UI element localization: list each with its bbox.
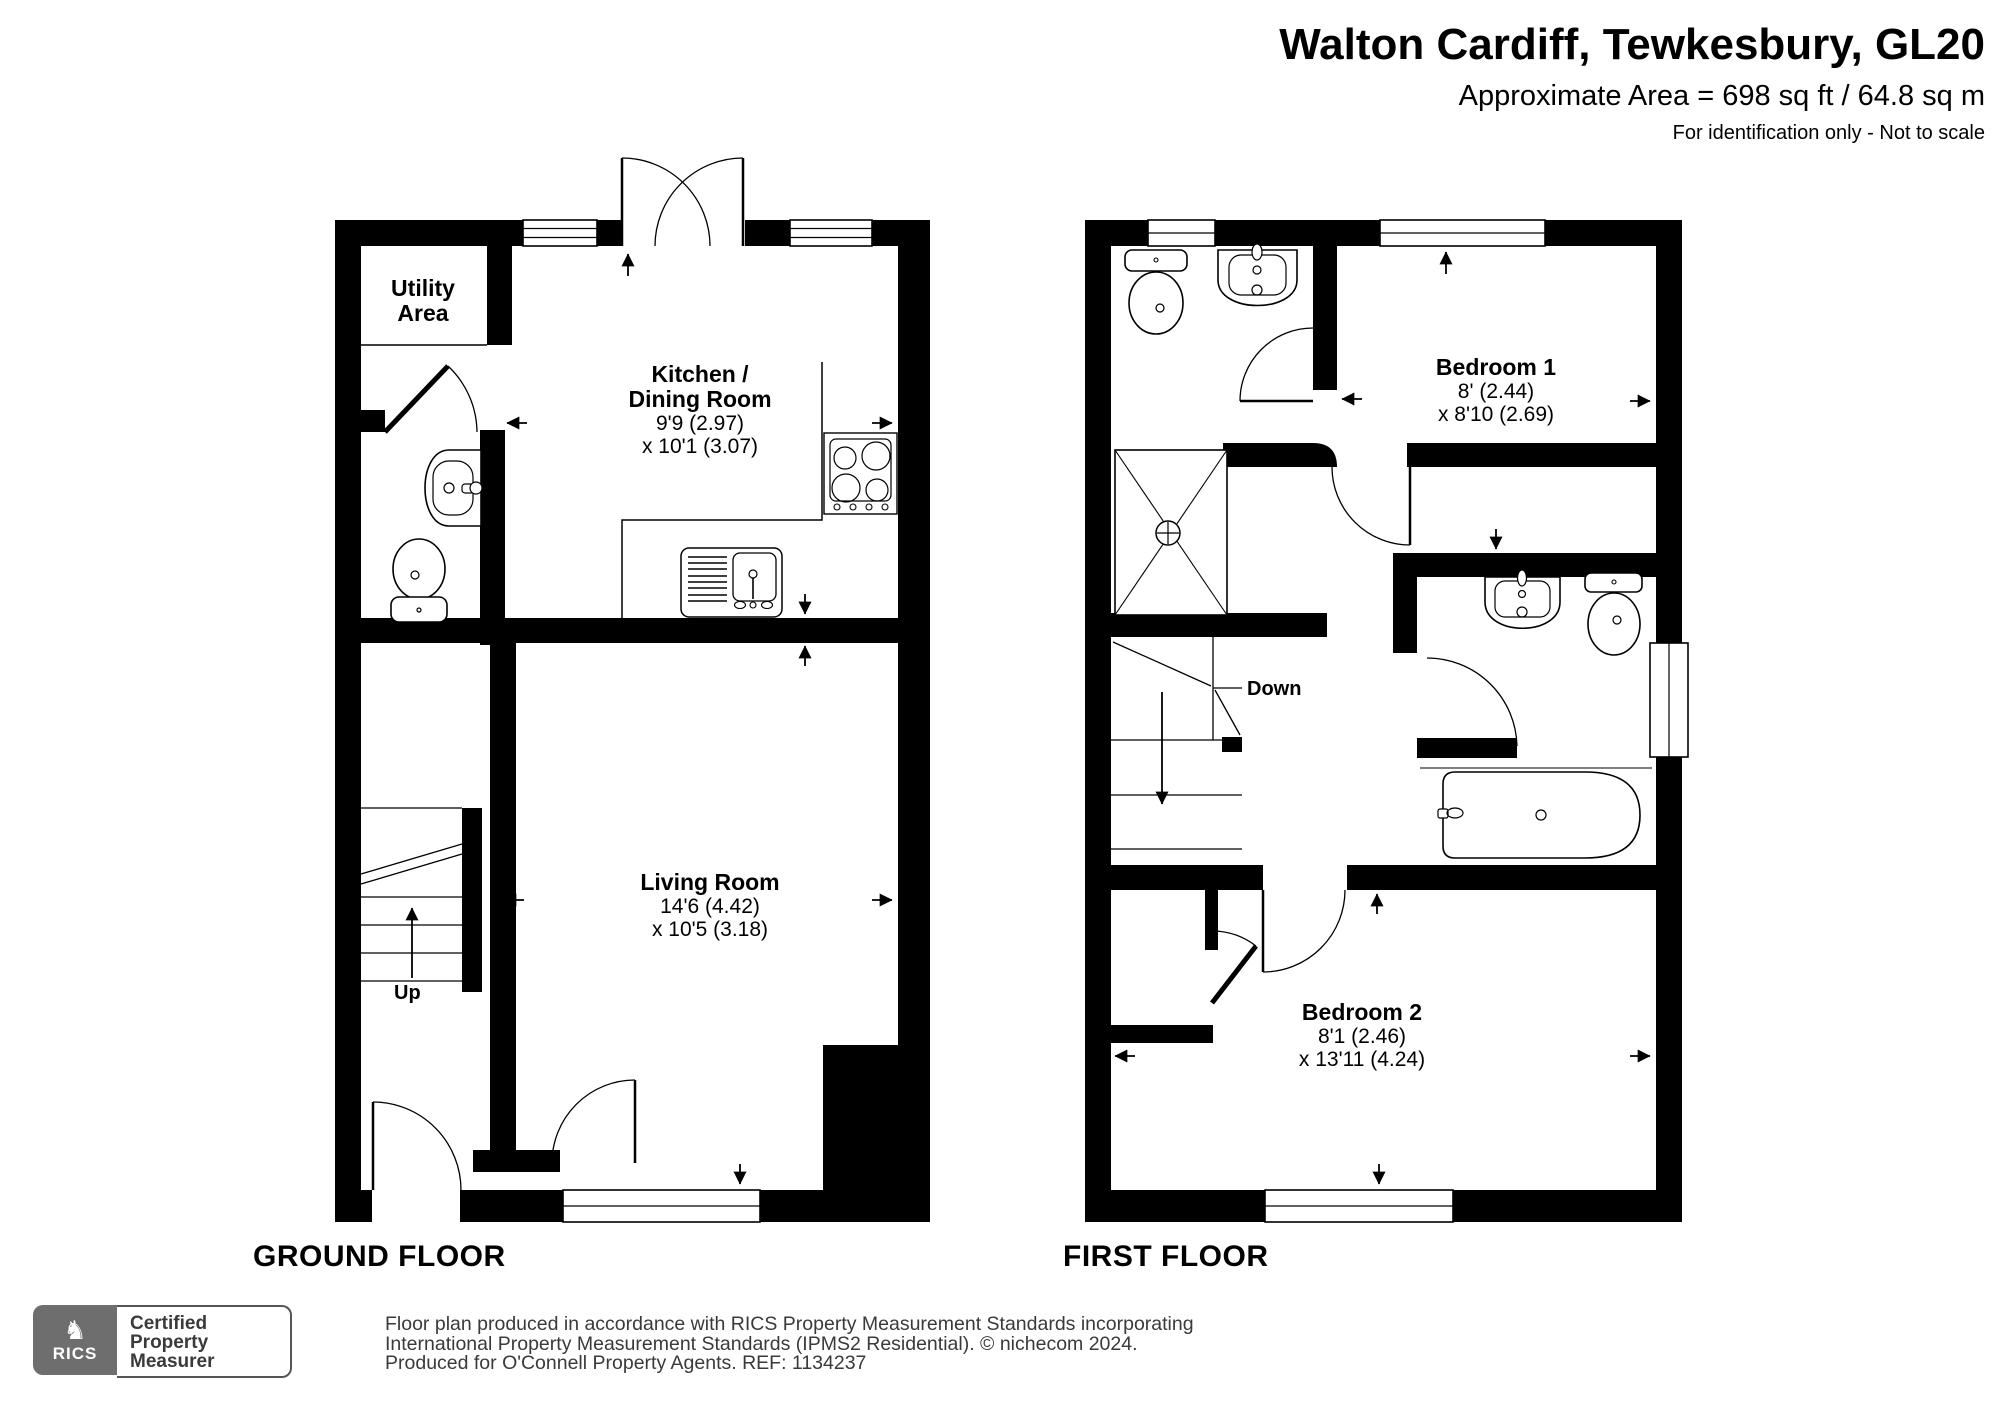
bedroom2-label: Bedroom 2 8'1 (2.46) x 13'11 (4.24) (1298, 999, 1426, 1072)
kitchen-counter-line (621, 362, 823, 618)
ff-window-top-right (1379, 219, 1546, 247)
gf-window-bottom (562, 1189, 761, 1223)
ff-walls (1085, 220, 1682, 1222)
ff-window-right (1649, 642, 1689, 758)
gf-walls (335, 220, 930, 1222)
kitchen-label: Kitchen / Dining Room 9'9 (2.97) x 10'1 … (628, 361, 772, 459)
disclaimer-text: Floor plan produced in accordance with R… (385, 1313, 1194, 1374)
shower-room-door (1239, 327, 1314, 403)
approximate-area: Approximate Area = 698 sq ft / 64.8 sq m (1458, 80, 1985, 112)
ff-toilet-ensuite-icon (1124, 249, 1188, 335)
ff-basin-ensuite-icon (1217, 243, 1298, 307)
first-floor-plan (1085, 219, 1689, 1223)
disclaimer-line2: International Property Measurement Stand… (385, 1332, 1138, 1355)
plan-header: Walton Cardiff, Tewkesbury, GL20 Approxi… (1279, 20, 1985, 145)
ff-dimension-arrows (1114, 251, 1651, 1185)
certified-property-measurer-box: Certified Property Measurer (117, 1305, 292, 1378)
gf-toilet-icon (390, 538, 448, 623)
disclaimer-line3: Produced for O'Connell Property Agents. … (385, 1352, 867, 1374)
rics-badge: ♞ RICS Certified Property Measurer (33, 1305, 292, 1378)
shower-icon (1114, 449, 1228, 616)
ff-window-bottom (1264, 1189, 1454, 1223)
living-room-label: Living Room 14'6 (4.42) x 10'5 (3.18) (640, 869, 780, 942)
french-doors (620, 157, 745, 247)
bedroom2-door (1261, 889, 1346, 973)
bedroom1-label: Bedroom 1 8' (2.44) x 8'10 (2.69) (1435, 354, 1557, 427)
gf-utility-door (383, 364, 478, 434)
stairs-down-label: Down (1247, 678, 1302, 700)
ground-floor-plan (335, 157, 930, 1223)
ground-floor-label: GROUND FLOOR (253, 1240, 506, 1273)
utility-area-label: Utility Area (391, 275, 455, 326)
first-floor-label: FIRST FLOOR (1063, 1240, 1269, 1273)
stairs-up (360, 807, 463, 982)
sink-icon (680, 547, 783, 618)
stairs-down (1111, 637, 1242, 850)
identification-note: For identification only - Not to scale (1672, 122, 1985, 144)
ff-basin-bathroom-icon (1484, 569, 1561, 629)
stairs-up-label: Up (394, 982, 421, 1004)
ff-toilet-bathroom-icon (1584, 572, 1643, 656)
ff-window-top-left (1147, 219, 1216, 247)
gf-window-top-left (522, 219, 598, 247)
rics-lion-icon: ♞ (63, 1315, 87, 1345)
hob-icon (823, 432, 898, 515)
page-title: Walton Cardiff, Tewkesbury, GL20 (1279, 20, 1985, 69)
gf-window-top-right (789, 219, 873, 247)
rics-wordmark: RICS (52, 1344, 98, 1363)
gf-living-room-door (551, 1079, 637, 1164)
disclaimer-line1: Floor plan produced in accordance with R… (385, 1313, 1194, 1335)
bedroom1-door (1331, 466, 1412, 546)
gf-dimension-arrows (503, 253, 893, 1185)
bathroom-door (1426, 657, 1518, 747)
rics-logo: ♞ RICS (33, 1305, 117, 1375)
cupboard-door (1210, 930, 1258, 1005)
bath-icon (1420, 767, 1652, 859)
gf-front-door (371, 1101, 462, 1191)
gf-basin-icon (424, 449, 483, 527)
